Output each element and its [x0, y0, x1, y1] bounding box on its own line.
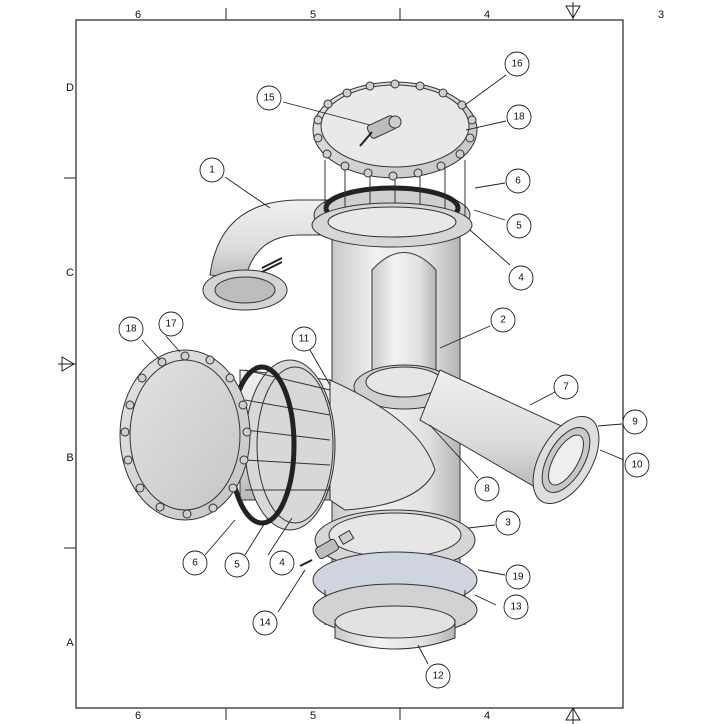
svg-text:10: 10	[631, 460, 643, 471]
left-zone-label: A	[66, 637, 74, 649]
svg-text:18: 18	[513, 112, 525, 123]
item-balloon: 6	[505, 168, 531, 194]
svg-text:5: 5	[234, 560, 240, 571]
bottom-zone-label: 5	[310, 710, 316, 722]
item-balloon: 10	[624, 452, 650, 478]
item-balloon: 8	[474, 476, 500, 502]
svg-text:6: 6	[515, 176, 521, 187]
svg-text:4: 4	[279, 558, 285, 569]
inlet-elbow-pipe	[202, 199, 331, 311]
svg-text:8: 8	[484, 484, 490, 495]
item-balloon: 2	[490, 307, 516, 333]
item-balloon: 18	[118, 316, 144, 342]
bottom-zone-label: 6	[135, 710, 141, 722]
left-zone-label: D	[66, 82, 74, 94]
item-balloon: 9	[622, 409, 648, 435]
side-cover-bolts	[120, 351, 252, 519]
svg-text:2: 2	[500, 315, 506, 326]
bottom-zone-label: 4	[484, 710, 490, 722]
item-balloon: 3	[495, 510, 521, 536]
item-balloon: 4	[508, 265, 534, 291]
svg-text:18: 18	[125, 324, 137, 335]
item-balloon: 5	[224, 552, 250, 578]
top-filter-basket	[311, 160, 473, 248]
top-cover-bolts	[313, 79, 477, 181]
left-zone-label: B	[66, 452, 73, 464]
svg-text:3: 3	[505, 518, 511, 529]
drain-valve	[299, 529, 355, 567]
svg-text:17: 17	[165, 319, 177, 330]
svg-text:13: 13	[510, 602, 522, 613]
vent-valve	[359, 115, 402, 147]
svg-text:12: 12	[432, 671, 444, 682]
svg-text:7: 7	[563, 382, 569, 393]
svg-text:15: 15	[263, 93, 275, 104]
svg-text:5: 5	[516, 221, 522, 232]
drawing-frame	[58, 2, 624, 724]
top-zone-label: 4	[484, 9, 490, 21]
svg-text:14: 14	[259, 618, 271, 629]
top-blind-cover	[312, 81, 478, 179]
svg-text:4: 4	[518, 273, 524, 284]
item-balloon: 5	[506, 213, 532, 239]
svg-text:9: 9	[632, 417, 638, 428]
svg-text:1: 1	[209, 165, 215, 176]
zone-labels: 6 5 4 3 6 5 4 D C B A	[66, 9, 664, 722]
top-zone-label: 3	[658, 9, 664, 21]
leader-lines	[141, 74, 625, 665]
item-balloon: 15	[256, 85, 282, 111]
item-balloon: 12	[425, 663, 451, 689]
filter-housing-assembly	[119, 79, 600, 650]
item-balloon: 19	[505, 564, 531, 590]
svg-text:19: 19	[512, 572, 524, 583]
item-balloon: 17	[158, 311, 184, 337]
item-balloons: 1 2 3 4 4 5 5 6 6 7 8 9 10 11 12 13 14 1…	[118, 51, 650, 689]
item-balloon: 11	[291, 326, 317, 352]
item-balloon: 16	[504, 51, 530, 77]
item-balloon: 6	[182, 550, 208, 576]
svg-text:6: 6	[192, 558, 198, 569]
item-balloon: 14	[252, 610, 278, 636]
item-balloon: 4	[269, 550, 295, 576]
item-balloon: 13	[503, 594, 529, 620]
outlet-pipe	[419, 369, 600, 505]
item-balloon: 7	[553, 374, 579, 400]
top-zone-label: 5	[310, 9, 316, 21]
svg-text:16: 16	[511, 59, 523, 70]
top-zone-label: 6	[135, 9, 141, 21]
item-balloon: 1	[199, 157, 225, 183]
inner-riser-pipe	[371, 252, 437, 381]
left-zone-label: C	[66, 267, 74, 279]
bottom-flange-stack	[312, 509, 478, 650]
svg-text:11: 11	[299, 334, 310, 345]
item-balloon: 18	[506, 104, 532, 130]
